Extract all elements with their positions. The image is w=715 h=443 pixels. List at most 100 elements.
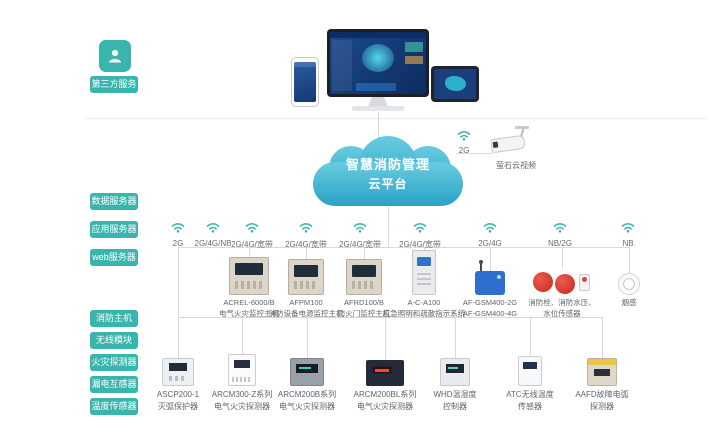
device-name: A-C-A100 xyxy=(407,298,441,307)
device-whd: WHD温湿度 控制器 xyxy=(415,348,495,412)
sidebar-item-data-server: 数据服务器 xyxy=(90,193,138,210)
sidebar-item-web-server: web服务器 xyxy=(90,249,138,266)
device-image-hydrant-sensors xyxy=(533,269,591,295)
screen-decoration xyxy=(356,83,396,91)
device-name: WHD温湿度 xyxy=(433,390,477,399)
wifi-icon xyxy=(206,223,220,233)
device-desc: 电气火灾监控主机 xyxy=(219,308,279,318)
device-desc: 灭弧保护器 xyxy=(158,401,198,411)
device-image-fire-detector xyxy=(228,354,256,386)
device-smoke-detector: 烟感 xyxy=(584,255,674,309)
network-label: 2G/4G/宽带 xyxy=(285,240,327,249)
connector-drop xyxy=(455,317,456,358)
device-name: AF-GSM400-2G xyxy=(462,298,518,307)
device-name: AF-GSM400-4G xyxy=(462,308,518,318)
sidebar-item-temp-sensor: 温度传感器 xyxy=(90,398,138,415)
network-node: 2G/4G/宽带 xyxy=(227,220,277,250)
wifi-icon xyxy=(483,223,497,233)
device-label: 烟感 xyxy=(584,298,674,309)
device-desc: 探测器 xyxy=(590,401,614,411)
connector-drop xyxy=(249,247,250,257)
wifi-icon xyxy=(413,223,427,233)
device-ascp200: ASCP200-1 灭弧保护器 xyxy=(138,348,218,412)
device-label: A-C-A100 应急照明和疏散指示系统 xyxy=(379,298,469,320)
monitor-stand xyxy=(368,97,388,107)
desktop-monitor xyxy=(327,29,429,97)
device-desc: 传感器 xyxy=(518,401,542,411)
device-image-firedoor-monitor-host xyxy=(346,259,382,295)
bus-line-lower xyxy=(178,317,602,318)
camera-label: 萤石云视频 xyxy=(496,161,536,170)
network-label: 2G xyxy=(172,239,184,248)
connector-drop xyxy=(562,247,563,269)
screen-decoration xyxy=(405,42,423,52)
cloud-shape xyxy=(313,162,463,206)
device-label: AFPM100 消防设备电源监控主机 xyxy=(261,298,351,320)
device-desc: 消防设备电源监控主机 xyxy=(268,308,344,318)
network-node: 2G/4G/宽带 xyxy=(281,220,331,250)
camera-lens-icon xyxy=(492,141,499,149)
network-label: 2G/4G xyxy=(478,239,502,248)
connector-riser xyxy=(178,247,179,317)
connector-cloud-bus xyxy=(388,205,389,247)
connector-drop xyxy=(530,317,531,356)
network-node: 2G/4G/宽带 xyxy=(335,220,385,250)
device-desc: 应急照明和疏散指示系统 xyxy=(382,308,466,318)
device-desc: 防火门监控主机 xyxy=(337,308,391,318)
device-name: 烟感 xyxy=(621,298,637,307)
device-label: AAFD故障电弧 探测器 xyxy=(562,389,642,412)
device-afpm100: AFPM100 消防设备电源监控主机 xyxy=(261,255,351,320)
sidebar-item-leakage-transformer: 漏电互感器 xyxy=(90,376,138,393)
device-aafd: AAFD故障电弧 探测器 xyxy=(562,348,642,412)
smartphone xyxy=(291,57,319,107)
wifi-icon xyxy=(171,223,185,233)
device-name: ACREL-6000/B xyxy=(223,298,275,307)
device-image-gsm-module xyxy=(475,260,505,295)
device-desc: 电气火灾探测器 xyxy=(357,401,413,411)
device-label: ACREL-6000/B 电气火灾监控主机 xyxy=(204,298,294,320)
device-label: ASCP200-1 灭弧保护器 xyxy=(138,389,218,412)
network-label: 2G/4G/宽带 xyxy=(339,240,381,249)
bus-line-upper xyxy=(178,247,629,248)
sidebar-item-app-server: 应用服务器 xyxy=(90,221,138,238)
device-name: AAFD故障电弧 xyxy=(575,390,629,399)
device-desc: 消防栓、消防水压、 xyxy=(528,298,596,307)
connector-drop xyxy=(424,247,425,251)
device-desc: 水位传感器 xyxy=(543,308,581,318)
device-afrd100: AFRD100/B 防火门监控主机 xyxy=(319,255,409,320)
sidebar-item-wireless-module: 无线模块 xyxy=(90,332,138,349)
network-node: 2G xyxy=(153,220,203,248)
device-label: ARCM200BL系列 电气火灾探测器 xyxy=(345,389,425,412)
network-node: 2G/4G xyxy=(465,220,515,248)
device-desc: 控制器 xyxy=(443,401,467,411)
camera-bracket xyxy=(515,126,529,129)
device-name: ARCM200B系列 xyxy=(277,390,337,399)
connector-drop xyxy=(385,317,386,360)
device-label: ARCM200B系列 电气火灾探测器 xyxy=(267,389,347,412)
connector-monitor-cloud xyxy=(378,112,379,138)
cloud-title: 智慧消防管理 云平台 xyxy=(313,154,463,192)
person-icon xyxy=(109,49,121,63)
device-arcm200bl: ARCM200BL系列 电气火灾探测器 xyxy=(345,348,425,412)
cloud-platform xyxy=(313,136,463,206)
device-image-fire-detector xyxy=(290,358,324,386)
device-label: ATC无线温度 传感器 xyxy=(490,389,570,412)
device-label: 消防栓、消防水压、 水位传感器 xyxy=(517,298,607,320)
device-desc: 电气火灾探测器 xyxy=(279,401,335,411)
monitor-base xyxy=(352,106,404,111)
network-label: 2G/4G/宽带 xyxy=(231,240,273,249)
section-divider xyxy=(85,118,707,119)
tablet xyxy=(431,66,479,102)
tablet-screen xyxy=(434,69,476,99)
wifi-icon xyxy=(553,223,567,233)
sidebar-item-third-party: 第三方服务 xyxy=(90,76,138,93)
device-label: WHD温湿度 控制器 xyxy=(415,389,495,412)
wifi-icon xyxy=(457,131,471,141)
phone-screen xyxy=(294,62,316,102)
connector-drop xyxy=(364,247,365,259)
camera-network-node: 2G xyxy=(452,128,476,155)
connector-drop xyxy=(306,247,307,259)
screen-decoration xyxy=(332,40,352,91)
device-image-fire-monitor-host xyxy=(229,257,269,295)
